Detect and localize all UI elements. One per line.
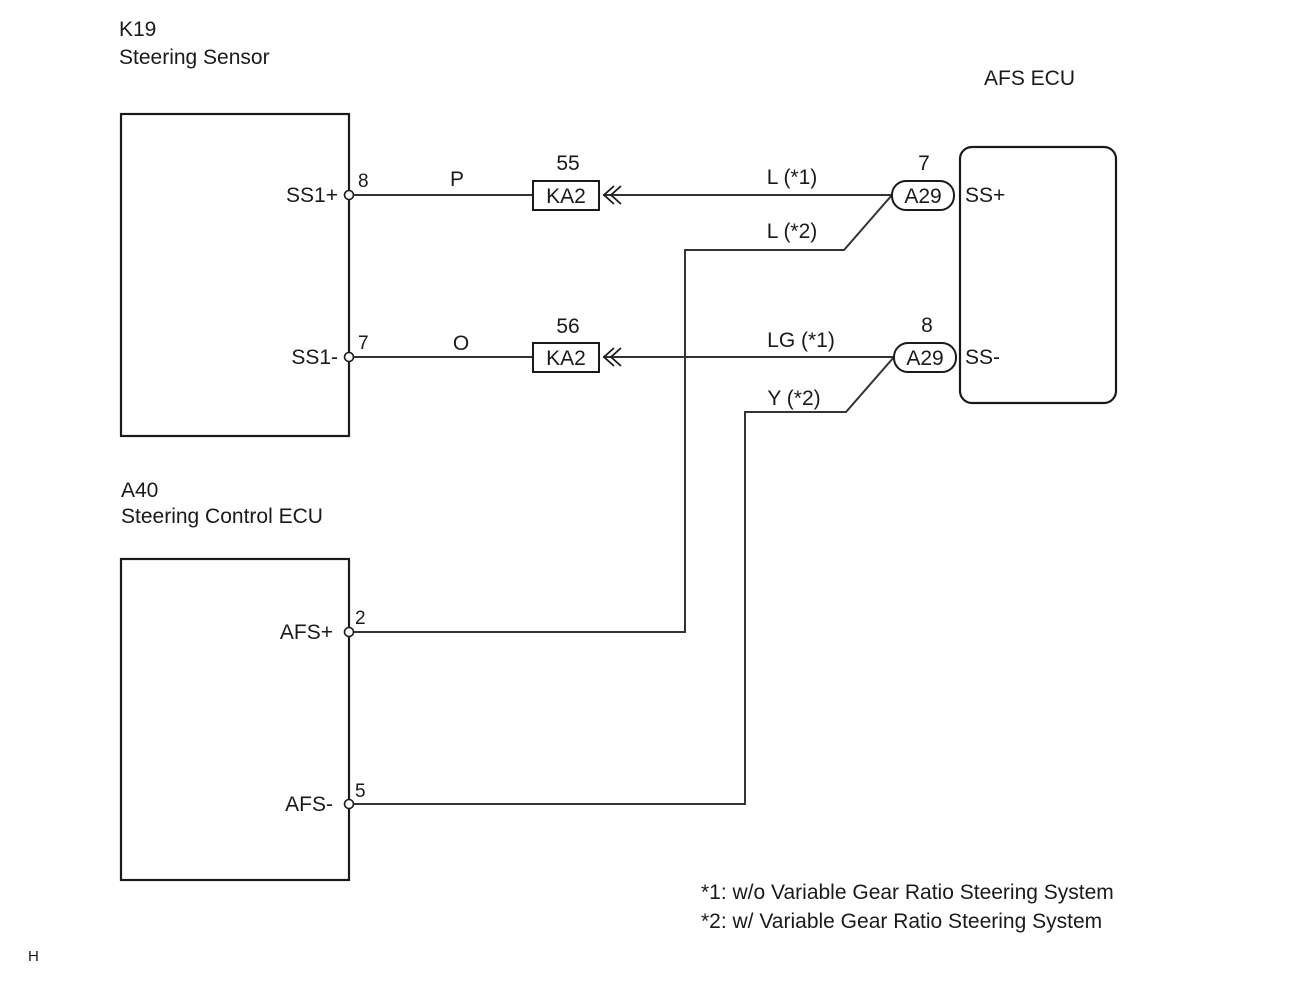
footnote-2: *2: w/ Variable Gear Ratio Steering Syst… <box>701 910 1102 933</box>
pin-label-ss1-plus: SS1+ <box>286 184 338 207</box>
corner-mark: H <box>28 948 39 965</box>
wire-l-2 <box>354 194 893 633</box>
pin-label-ss-plus: SS+ <box>965 184 1005 207</box>
connector-a29-pin7-label: A29 <box>904 185 941 208</box>
footnote-1: *1: w/o Variable Gear Ratio Steering Sys… <box>701 881 1114 904</box>
steering-control-ecu-box <box>119 557 351 882</box>
terminal-ss1-plus <box>343 189 355 201</box>
wire-color-lg-1: LG (*1) <box>767 329 835 352</box>
pin-number-afs-minus: 5 <box>355 781 366 802</box>
wire-color-o: O <box>453 332 469 355</box>
pin-label-afs-plus: AFS+ <box>280 621 333 644</box>
wire-color-y-2: Y (*2) <box>767 387 820 410</box>
chevron-icon <box>609 347 622 367</box>
chevron-icon <box>609 185 622 205</box>
steering-control-ecu-name: Steering Control ECU <box>121 505 323 528</box>
connector-a29-pin7: A29 7 <box>891 152 955 211</box>
junction-ka2-55-number: 55 <box>556 152 579 175</box>
connector-a29-pin7-number: 7 <box>918 152 930 175</box>
steering-sensor-box <box>119 112 351 438</box>
connector-a29-pin8-label: A29 <box>906 347 943 370</box>
connector-a29-pin8: A29 8 <box>893 314 957 373</box>
terminal-afs-minus <box>343 798 355 810</box>
pin-number-afs-plus: 2 <box>355 608 366 629</box>
chevron-icon <box>602 185 615 205</box>
chevron-icon <box>602 347 615 367</box>
wire-color-l-2: L (*2) <box>767 220 818 243</box>
connector-a29-pin8-number: 8 <box>921 314 933 337</box>
pin-label-afs-minus: AFS- <box>285 793 333 816</box>
pin-label-ss1-minus: SS1- <box>291 346 338 369</box>
afs-ecu-name: AFS ECU <box>984 67 1075 90</box>
steering-control-ecu-code: A40 <box>121 479 158 502</box>
wire-color-l-1: L (*1) <box>767 166 818 189</box>
steering-sensor-name: Steering Sensor <box>119 46 270 69</box>
junction-ka2-56-label: KA2 <box>546 347 586 370</box>
pin-number-ss1-plus: 8 <box>358 171 369 192</box>
junction-ka2-55: KA2 55 <box>532 152 622 211</box>
terminal-afs-plus <box>343 626 355 638</box>
wire-y-2 <box>354 356 895 805</box>
afs-ecu-box <box>958 145 1118 405</box>
junction-ka2-56: KA2 56 <box>532 315 622 373</box>
junction-ka2-56-number: 56 <box>556 315 579 338</box>
wire-color-p: P <box>450 168 464 191</box>
pin-label-ss-minus: SS- <box>965 346 1000 369</box>
junction-ka2-55-label: KA2 <box>546 185 586 208</box>
pin-number-ss1-minus: 7 <box>358 333 369 354</box>
steering-sensor-code: K19 <box>119 18 156 41</box>
terminal-ss1-minus <box>343 351 355 363</box>
